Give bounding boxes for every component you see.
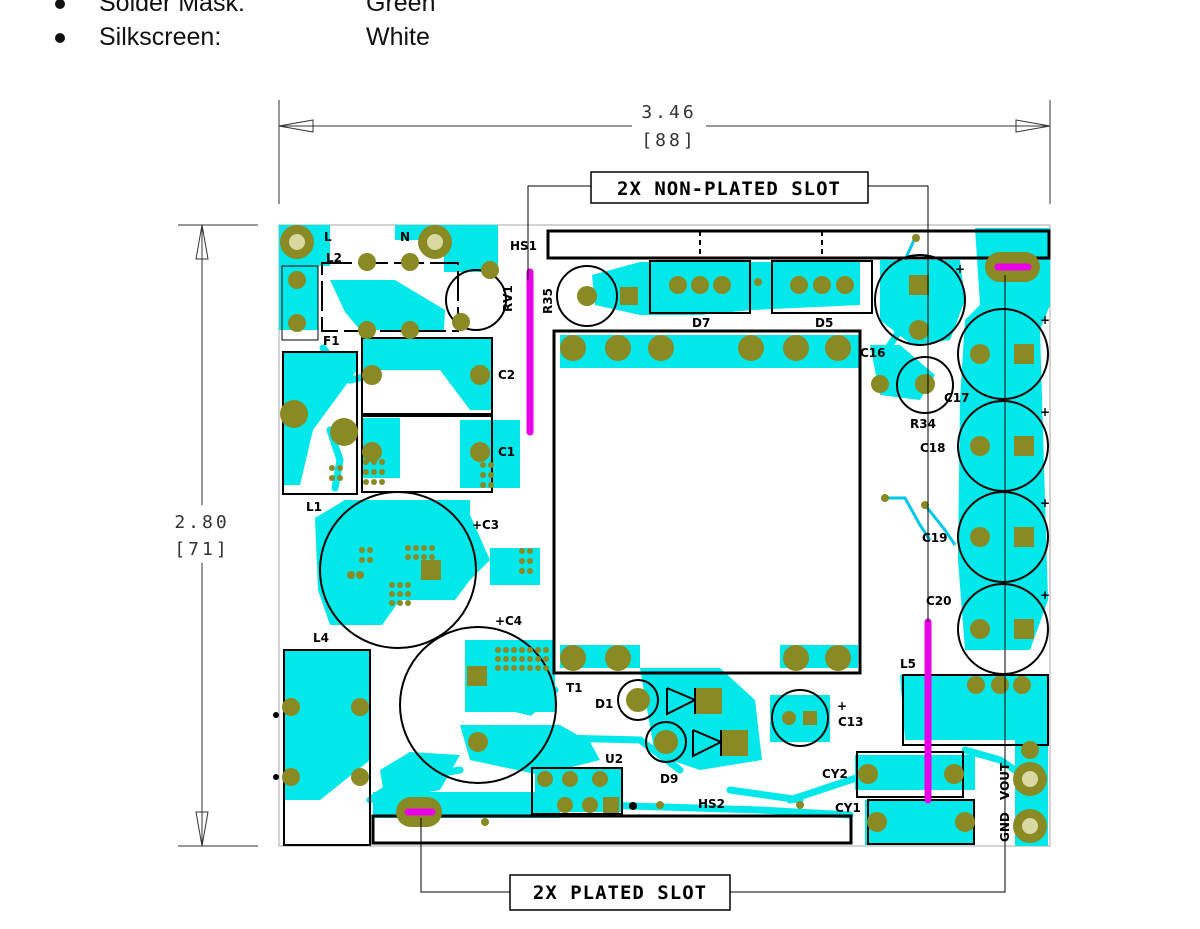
designator-R34: R34: [910, 417, 936, 431]
via-layer: [329, 234, 929, 826]
designator-RV1: RV1: [501, 285, 515, 312]
designator-CY1: CY1: [835, 801, 861, 815]
designator-R35: R35: [541, 288, 555, 314]
designator-L1: L1: [306, 500, 322, 514]
height-mm-label: [71]: [174, 539, 229, 560]
designator-HS1: HS1: [510, 239, 537, 253]
designator-D9: D9: [660, 772, 678, 786]
callout-box-non-plated: [590, 171, 869, 204]
spec-label: Silkscreen:: [99, 23, 222, 51]
designator-C2: C2: [498, 368, 515, 382]
designator-L4: L4: [313, 631, 329, 645]
designator-C17: C17: [944, 391, 970, 405]
designator-HS2: HS2: [698, 797, 725, 811]
pad-layer: [280, 225, 1047, 843]
designator-D7: D7: [692, 316, 710, 330]
designator-VOUT: VOUT: [998, 762, 1012, 800]
mount-dot: [273, 774, 279, 780]
callout-leaders: [420, 185, 1006, 893]
designator-L2: L2: [326, 251, 342, 265]
designator-L5: L5: [900, 657, 916, 671]
polarity-dot: [629, 802, 637, 810]
polarity-mark: +: [955, 262, 965, 276]
designator-D1: D1: [595, 697, 613, 711]
designator-GND: GND: [998, 812, 1012, 842]
polarity-mark: +: [495, 614, 505, 628]
designator-C20: C20: [926, 594, 952, 608]
plated-slot-callout: 2X PLATED SLOT: [533, 882, 707, 904]
designator-F1: F1: [323, 334, 340, 348]
designator-C18: C18: [920, 441, 946, 455]
designator-D5: D5: [815, 316, 833, 330]
designator-C13: C13: [838, 715, 864, 729]
width-mm-label: [88]: [641, 130, 696, 151]
designator-L: L: [324, 230, 332, 244]
polarity-mark: +: [837, 699, 847, 713]
mount-dot: [273, 712, 279, 718]
polarity-mark: +: [1040, 405, 1050, 419]
polarity-mark: +: [1040, 588, 1050, 602]
designator-C19: C19: [922, 531, 948, 545]
pad-holes: [289, 234, 1038, 834]
bullet-dot: [55, 0, 65, 9]
polarity-mark: +: [472, 518, 482, 532]
polarity-mark: +: [1040, 313, 1050, 327]
designator-C4: C4: [505, 614, 522, 628]
designator-layer: L N L2 HS1 RV1 R35 D7 D5 F1 C2 C16 C17 R…: [306, 230, 1050, 842]
designator-C1: C1: [498, 445, 515, 459]
height-dimension: [178, 224, 258, 847]
spec-value: Green: [366, 0, 436, 17]
designator-U2: U2: [605, 752, 623, 766]
spec-value: White: [366, 23, 430, 51]
callout-box-plated: [509, 874, 731, 911]
non-plated-slot-callout: 2X NON-PLATED SLOT: [617, 178, 841, 200]
designator-C3: C3: [482, 518, 499, 532]
slot-layer: [404, 263, 1032, 816]
designator-C16: C16: [860, 346, 886, 360]
designator-CY2: CY2: [822, 767, 848, 781]
spec-label: Solder Mask:: [99, 0, 245, 17]
bullet-dot: [55, 33, 65, 43]
height-inches-label: 2.80: [174, 512, 229, 533]
width-inches-label: 3.46: [641, 102, 696, 123]
polarity-mark: +: [1040, 496, 1050, 510]
designator-N: N: [400, 230, 410, 244]
width-dimension: [278, 100, 1051, 204]
designator-T1: T1: [566, 681, 583, 695]
